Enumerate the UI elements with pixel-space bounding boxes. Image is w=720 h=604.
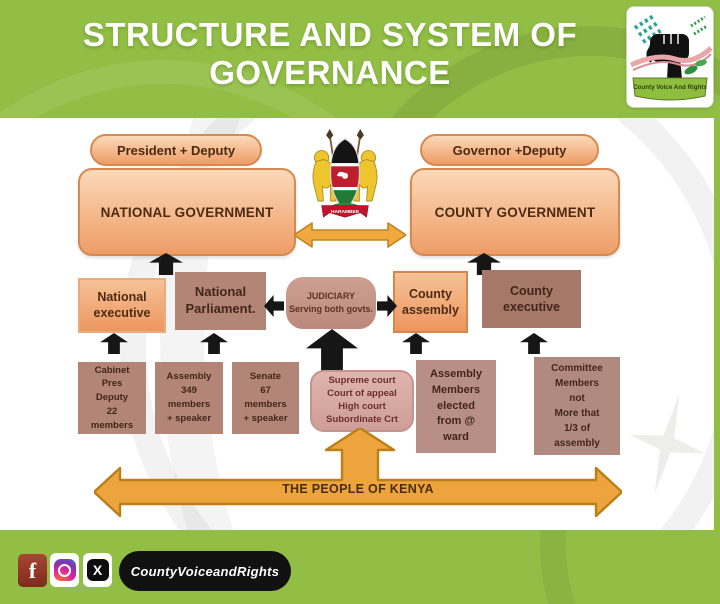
people-of-kenya-label: THE PEOPLE OF KENYA (282, 482, 434, 496)
judiciary-label: JUDICIARY Serving both govts. (288, 290, 373, 315)
national-county-link-arrow (294, 222, 406, 248)
assembly-349-label: Assembly 349 members + speaker (166, 371, 212, 424)
assembly-members-box: Assembly Members elected from @ ward (416, 360, 496, 453)
assembly-349-box: Assembly 349 members + speaker (155, 362, 223, 434)
national-parliament-box: National Parliament. (175, 272, 266, 330)
county-voice-logo: County Voice And Rights (626, 6, 714, 108)
x-glyph: X (86, 559, 109, 581)
harambee-motto: HARAMBEE (331, 209, 360, 215)
instagram-icon[interactable] (50, 553, 79, 587)
people-of-kenya-arrow (94, 428, 622, 518)
county-government-label: COUNTY GOVERNMENT (434, 204, 596, 220)
cabinet-box: Cabinet Pres Deputy 22 members (78, 362, 146, 434)
county-assembly-box: County assembly (393, 271, 468, 333)
national-government-box: NATIONAL GOVERNMENT (78, 168, 296, 256)
judiciary-box: JUDICIARY Serving both govts. (286, 277, 376, 329)
cabinet-label: Cabinet Pres Deputy 22 members (90, 364, 134, 431)
right-border-stripe (714, 0, 720, 604)
governor-deputy-pill: Governor +Deputy (420, 134, 599, 166)
courts-box: Supreme court Court of appeal High court… (310, 370, 414, 432)
national-parliament-label: National Parliament. (185, 284, 256, 316)
instagram-lens (58, 563, 71, 577)
kenya-coat-of-arms: HARAMBEE (300, 127, 390, 221)
instagram-camera-glyph (53, 559, 76, 581)
page-title: STRUCTURE AND SYSTEM OF GOVERNANCE (0, 16, 660, 91)
county-government-box: COUNTY GOVERNMENT (410, 168, 620, 256)
facebook-icon[interactable]: f (18, 554, 47, 587)
footer-arc-decoration (540, 530, 720, 604)
national-government-label: NATIONAL GOVERNMENT (100, 204, 274, 220)
governor-deputy-label: Governor +Deputy (452, 142, 567, 158)
logo-banner-text: County Voice And Rights (633, 84, 707, 91)
social-handle-label: CountyVoiceandRights (130, 563, 280, 579)
header-band: STRUCTURE AND SYSTEM OF GOVERNANCE (0, 0, 720, 118)
raised-fist-icon: County Voice And Rights (629, 13, 713, 101)
senate-67-box: Senate 67 members + speaker (232, 362, 299, 434)
county-executive-label: County executive (503, 283, 560, 314)
courts-label: Supreme court Court of appeal High court… (326, 375, 398, 425)
national-executive-box: National executive (78, 278, 166, 333)
president-deputy-label: President + Deputy (116, 142, 236, 158)
facebook-glyph: f (28, 558, 37, 583)
committee-members-box: Committee Members not More that 1/3 of a… (534, 357, 620, 455)
x-twitter-icon[interactable]: X (83, 553, 112, 587)
president-deputy-pill: President + Deputy (90, 134, 262, 166)
assembly-members-label: Assembly Members elected from @ ward (430, 367, 482, 444)
county-executive-box: County executive (482, 270, 581, 328)
page-title-line2: GOVERNANCE (209, 53, 451, 91)
page-title-line1: STRUCTURE AND SYSTEM OF (82, 16, 578, 53)
county-assembly-label: County assembly (402, 286, 459, 317)
committee-members-label: Committee Members not More that 1/3 of a… (551, 363, 603, 449)
national-executive-label: National executive (93, 289, 151, 320)
senate-67-label: Senate 67 members + speaker (243, 371, 288, 424)
social-handle-pill[interactable]: CountyVoiceandRights (119, 551, 291, 591)
